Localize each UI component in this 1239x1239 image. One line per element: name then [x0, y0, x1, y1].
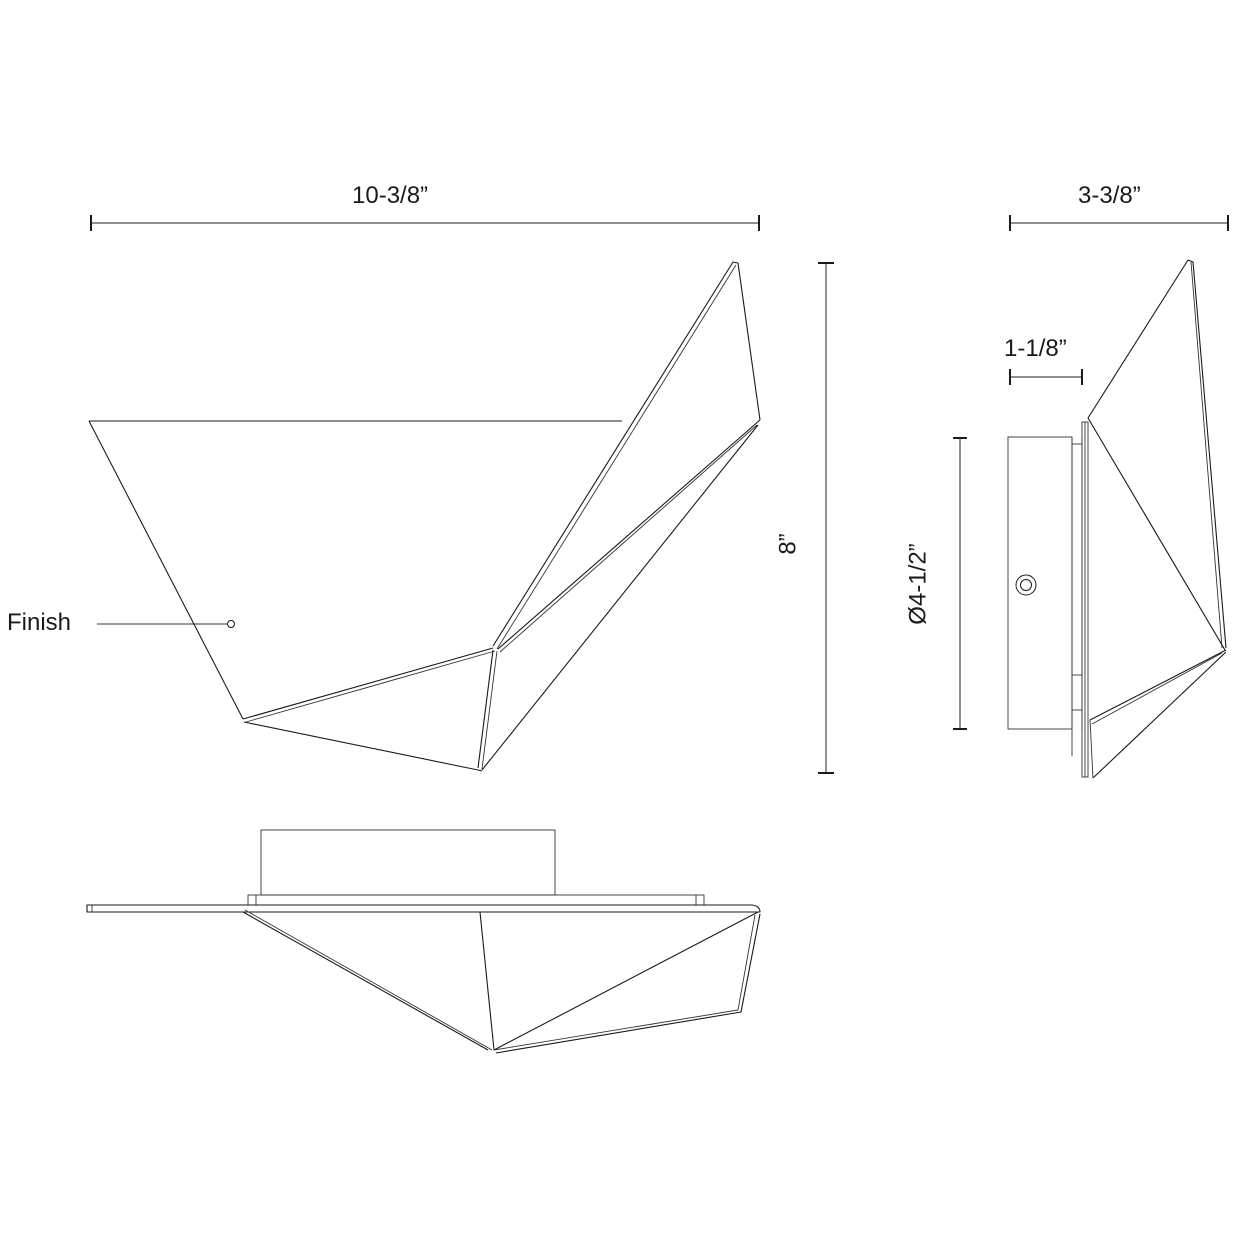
backplate-diameter-dimension-line [953, 437, 967, 730]
height-dimension-line [818, 262, 834, 774]
width-dimension-line [90, 215, 760, 231]
height-dimension-label: 8” [774, 533, 802, 555]
backplate-depth-dimension-line [1009, 369, 1083, 385]
side-view [1007, 259, 1227, 779]
depth-dimension-label: 3-3/8” [1078, 182, 1141, 209]
depth-dimension-line [1009, 215, 1229, 231]
backplate-depth-dimension-label: 1-1/8” [1004, 335, 1067, 362]
front-view [88, 261, 761, 772]
finish-callout-leader [97, 620, 235, 628]
bottom-view [86, 829, 761, 1054]
backplate-diameter-dimension-label: Ø4-1/2” [904, 543, 932, 625]
finish-callout-label: Finish [7, 609, 72, 636]
width-dimension-label: 10-3/8” [352, 182, 429, 209]
